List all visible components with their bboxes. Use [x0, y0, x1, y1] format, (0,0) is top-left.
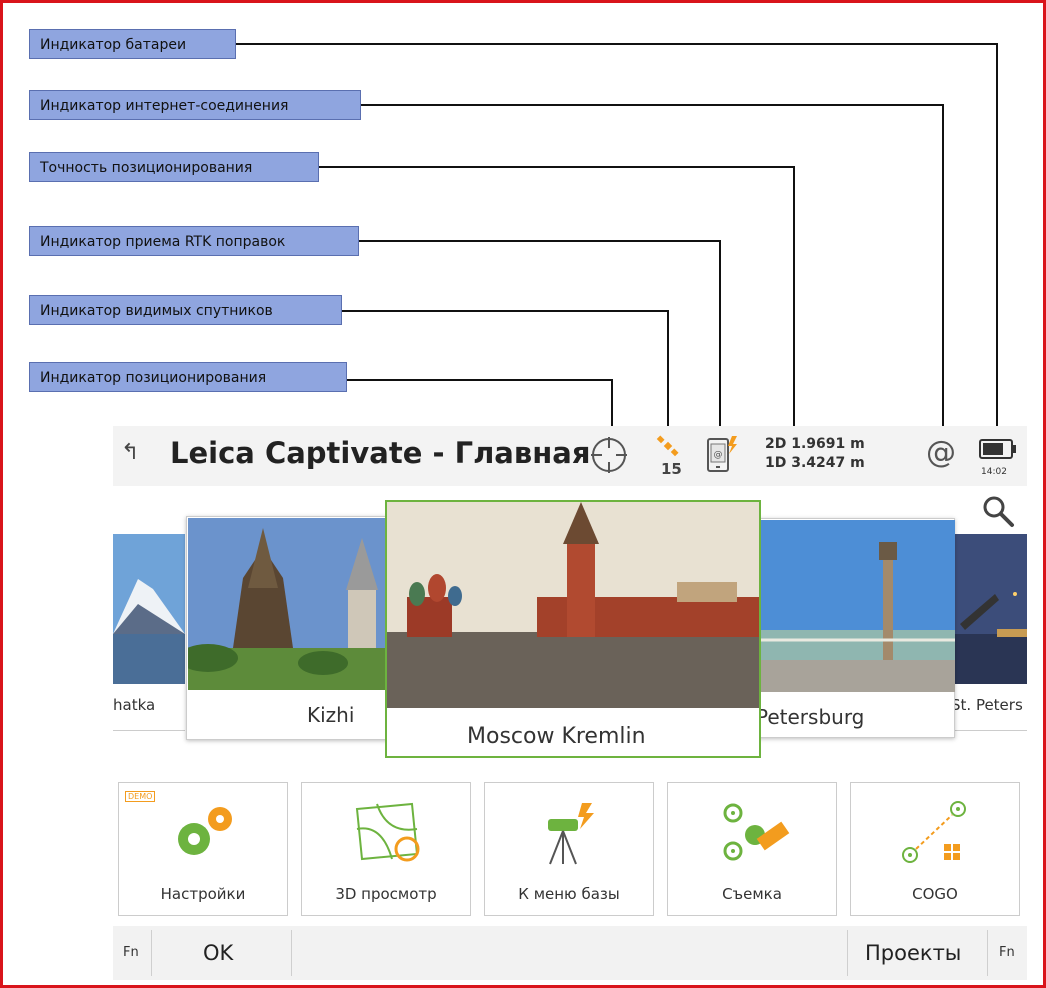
tile-label: Настройки: [160, 885, 246, 903]
internet-at-icon[interactable]: @: [926, 435, 956, 470]
leader-accuracy-h: [319, 166, 795, 168]
carousel-card-st-petersburg[interactable]: St. Peters: [951, 534, 1027, 736]
positioning-accuracy: 2D 1.9691 m 1D 3.4247 m: [765, 435, 865, 473]
leader-internet-h: [361, 104, 944, 106]
divider: [987, 930, 988, 976]
carousel-card-petersburg[interactable]: Petersburg: [753, 518, 955, 738]
carousel-label: hatka: [113, 696, 156, 714]
battery-icon[interactable]: [979, 438, 1019, 462]
tile-label: 3D просмотр: [335, 885, 437, 903]
callout-battery: Индикатор батареи: [29, 29, 236, 59]
callout-accuracy: Точность позиционирования: [29, 152, 319, 182]
leader-rtk-v: [719, 240, 721, 429]
accuracy-1d: 1D 3.4247 m: [765, 455, 865, 471]
projects-button[interactable]: Проекты: [865, 941, 962, 965]
carousel-label: St. Peters: [951, 696, 1023, 714]
title-bar: ↰ Leica Captivate - Главная 15 @ 2D 1.96…: [113, 426, 1027, 486]
kizhi-image: [188, 518, 396, 690]
settings-gears-icon: [178, 807, 232, 855]
cogo-icon: [902, 801, 966, 863]
base-station-icon: [548, 803, 594, 865]
callout-internet: Индикатор интернет-соединения: [29, 90, 361, 120]
leader-accuracy-v: [793, 166, 795, 429]
accuracy-2d: 2D 1.9691 m: [765, 436, 865, 452]
callout-rtk: Индикатор приема RTK поправок: [29, 226, 359, 256]
carousel-label: Moscow Kremlin: [467, 724, 646, 749]
tile-3d-view[interactable]: 3D просмотр: [301, 782, 471, 916]
leader-positioning-v: [611, 379, 613, 429]
divider: [291, 930, 292, 976]
bridge-image: [955, 534, 1027, 684]
satellite-icon[interactable]: [656, 435, 680, 457]
divider: [847, 930, 848, 976]
carousel-card-kizhi[interactable]: Kizhi: [186, 516, 396, 740]
tile-survey[interactable]: Съемка: [667, 782, 837, 916]
tile-label: Съемка: [722, 885, 782, 903]
satellite-count: 15: [661, 460, 682, 478]
clock: 14:02: [981, 467, 1007, 477]
rtk-device-icon[interactable]: @: [706, 434, 742, 476]
callout-positioning: Индикатор позиционирования: [29, 362, 347, 392]
divider: [151, 930, 152, 976]
carousel-label: Kizhi: [307, 703, 355, 727]
leader-positioning-h: [347, 379, 613, 381]
tile-label: COGO: [912, 885, 958, 903]
leica-captivate-app: ↰ Leica Captivate - Главная 15 @ 2D 1.96…: [113, 426, 1027, 984]
carousel-card-kamchatka[interactable]: hatka: [113, 534, 185, 736]
tile-cogo[interactable]: COGO: [850, 782, 1020, 916]
project-carousel[interactable]: hatka St. Peters: [113, 496, 1027, 758]
leader-satellites-h: [342, 310, 669, 312]
page-title: Leica Captivate - Главная: [170, 436, 591, 470]
tile-base-menu[interactable]: К меню базы: [484, 782, 654, 916]
back-arrow-icon[interactable]: ↰: [121, 440, 140, 465]
petersburg-image: [755, 520, 955, 692]
crosshair-positioning-icon[interactable]: [589, 435, 629, 475]
fn-left-button[interactable]: Fn: [123, 945, 139, 960]
leader-battery-h: [236, 43, 998, 45]
3d-view-icon: [355, 802, 420, 862]
kremlin-image: [387, 502, 759, 708]
carousel-label: Petersburg: [756, 705, 865, 729]
tile-label: К меню базы: [518, 885, 620, 903]
svg-text:@: @: [714, 450, 723, 460]
callout-satellites: Индикатор видимых спутников: [29, 295, 342, 325]
ok-button[interactable]: OK: [203, 941, 234, 965]
search-icon[interactable]: [981, 494, 1017, 530]
carousel-card-moscow-kremlin[interactable]: Moscow Kremlin: [385, 500, 761, 758]
leader-rtk-h: [359, 240, 721, 242]
leader-battery-v: [996, 43, 998, 429]
demo-badge: DEMO: [125, 791, 156, 802]
leader-satellites-v: [667, 310, 669, 429]
kamchatka-image: [113, 534, 185, 684]
survey-icon: [723, 803, 790, 861]
bottom-bar: Fn OK Проекты Fn: [113, 926, 1027, 980]
fn-right-button[interactable]: Fn: [999, 945, 1015, 960]
leader-internet-v: [942, 104, 944, 429]
tile-settings[interactable]: DEMO Настройки: [118, 782, 288, 916]
